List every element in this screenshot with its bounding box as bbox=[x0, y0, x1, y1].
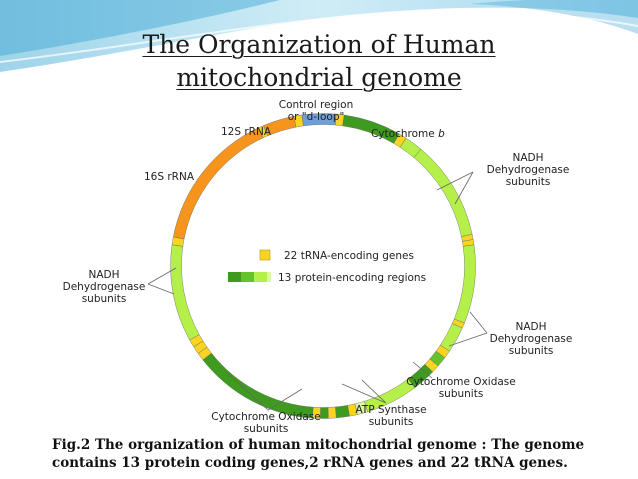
legend-protein-label: 13 protein-encoding regions bbox=[278, 272, 426, 284]
figure-caption: Fig.2 The organization of human mitochon… bbox=[52, 436, 622, 472]
leader-lines bbox=[147, 171, 488, 411]
page-title: The Organization of Human mitochondrial … bbox=[0, 28, 638, 94]
leader-nadh-left bbox=[147, 267, 177, 295]
caption-line-2: contains 13 protein coding genes,2 rRNA … bbox=[52, 455, 568, 471]
title-line-1: The Organization of Human bbox=[142, 30, 496, 59]
label-nadh-right-top-3: subunits bbox=[506, 176, 551, 188]
label-nadh-right-bottom-1: NADH bbox=[515, 321, 546, 333]
labels: Control region or "d-loop" 12S rRNA 16S … bbox=[63, 99, 573, 435]
leader-cox-bottom bbox=[225, 371, 303, 411]
cytochrome-oxidase-segment bbox=[335, 405, 350, 419]
legend-trna-label: 22 tRNA-encoding genes bbox=[284, 250, 414, 262]
trna-segment bbox=[327, 406, 337, 419]
label-nadh-right-bottom-2: Dehydrogenase bbox=[490, 333, 573, 345]
label-cox-right-1: Cytochrome Oxidase bbox=[406, 376, 515, 388]
genome-ring bbox=[170, 113, 476, 419]
label-cox-right-2: subunits bbox=[439, 388, 484, 400]
label-cytochrome-b-text: Cytochrome bbox=[371, 128, 438, 140]
title-line-2: mitochondrial genome bbox=[176, 63, 462, 92]
label-16s-rrna: 16S rRNA bbox=[144, 171, 195, 183]
label-control-region-2: or "d-loop" bbox=[288, 111, 345, 123]
label-nadh-left-3: subunits bbox=[82, 293, 127, 305]
label-cytochrome-b-italic: b bbox=[438, 128, 445, 140]
label-nadh-right-top-2: Dehydrogenase bbox=[487, 164, 570, 176]
nadh-segment bbox=[453, 244, 476, 324]
leader-cox-right bbox=[412, 361, 433, 379]
label-control-region-1: Control region bbox=[279, 99, 354, 111]
cytochrome-oxidase-segment bbox=[320, 407, 329, 419]
label-cox-bottom-1: Cytochrome Oxidase bbox=[211, 411, 320, 423]
legend-protein-dark bbox=[228, 272, 241, 282]
leader-nadh-right-top bbox=[436, 171, 474, 205]
legend-protein-mid bbox=[241, 272, 254, 282]
label-nadh-right-bottom-3: subunits bbox=[509, 345, 554, 357]
label-nadh-left-2: Dehydrogenase bbox=[63, 281, 146, 293]
leader-atp bbox=[341, 379, 387, 404]
label-nadh-left-1: NADH bbox=[88, 269, 119, 281]
label-12s-rrna: 12S rRNA bbox=[221, 126, 272, 138]
label-cox-bottom-2: subunits bbox=[244, 423, 289, 435]
nadh-segment bbox=[413, 148, 473, 237]
legend-trna-swatch bbox=[259, 249, 271, 261]
legend-protein-pale bbox=[267, 272, 271, 282]
trna-segment bbox=[293, 114, 304, 128]
label-nadh-right-top-1: NADH bbox=[512, 152, 543, 164]
header-wave-background bbox=[0, 0, 638, 72]
cytochrome-oxidase-segment bbox=[202, 352, 314, 419]
legend: 22 tRNA-encoding genes 13 protein-encodi… bbox=[228, 249, 426, 284]
legend-protein-light bbox=[254, 272, 267, 282]
rrna-16s-segment bbox=[173, 127, 264, 240]
label-cytochrome-b: Cytochrome b bbox=[371, 128, 445, 140]
label-atp-synthase-2: subunits bbox=[369, 416, 414, 428]
nadh-segment bbox=[170, 244, 200, 341]
caption-line-1: Fig.2 The organization of human mitochon… bbox=[52, 437, 585, 453]
label-atp-synthase-1: ATP Synthase bbox=[355, 404, 426, 416]
leader-nadh-right-bottom bbox=[448, 311, 488, 347]
